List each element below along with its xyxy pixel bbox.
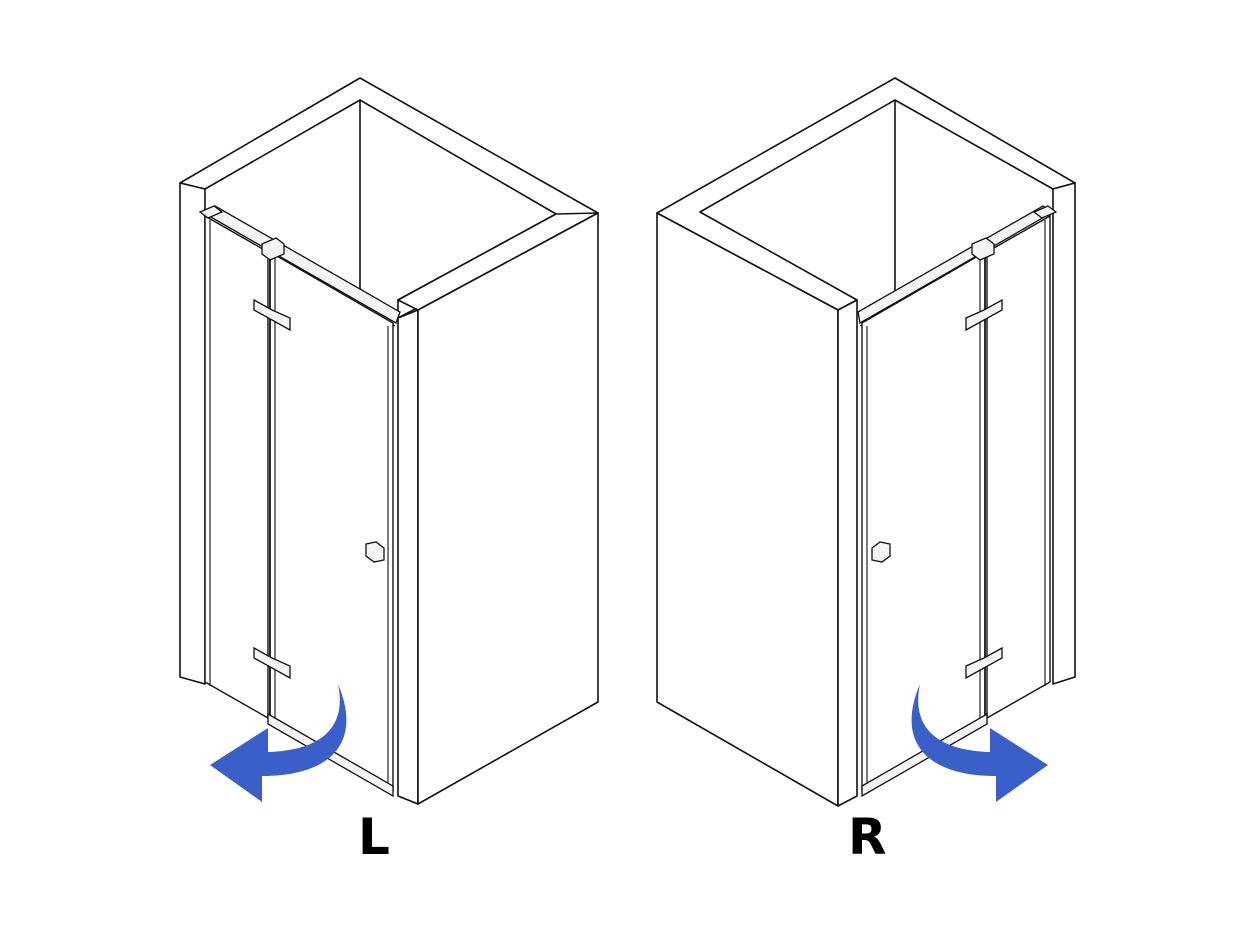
curved-arrow-left-icon [210, 684, 347, 802]
right-fixed-panel [986, 214, 1051, 720]
hinge-side-label-right: R [848, 808, 887, 866]
hinge-side-label-left: L [358, 808, 390, 866]
right-column-front [837, 299, 858, 807]
left-door-handle [365, 541, 385, 563]
left-corner-bracket [261, 237, 285, 261]
right-door-panel [861, 250, 986, 792]
right-corner-bracket [971, 237, 995, 261]
right-wall-front [1052, 182, 1076, 685]
right-enclosure [656, 77, 1076, 807]
left-column-side [417, 212, 599, 805]
right-wall-bracket [1032, 205, 1058, 219]
left-fixed-panel [204, 214, 269, 720]
right-hinge-bottom [965, 646, 1003, 680]
curved-arrow-right-icon [911, 684, 1048, 802]
left-column-front [397, 309, 419, 805]
right-bottom-sill [861, 712, 988, 798]
right-column-side [656, 212, 839, 807]
left-wall-bracket [198, 205, 224, 219]
left-door-panel [269, 250, 394, 792]
left-hinge-bottom [253, 646, 291, 680]
right-door-handle [871, 541, 891, 563]
right-hinge-top [965, 298, 1003, 332]
left-hinge-top [253, 298, 291, 332]
left-enclosure [179, 77, 599, 805]
left-wall-front [179, 182, 206, 685]
